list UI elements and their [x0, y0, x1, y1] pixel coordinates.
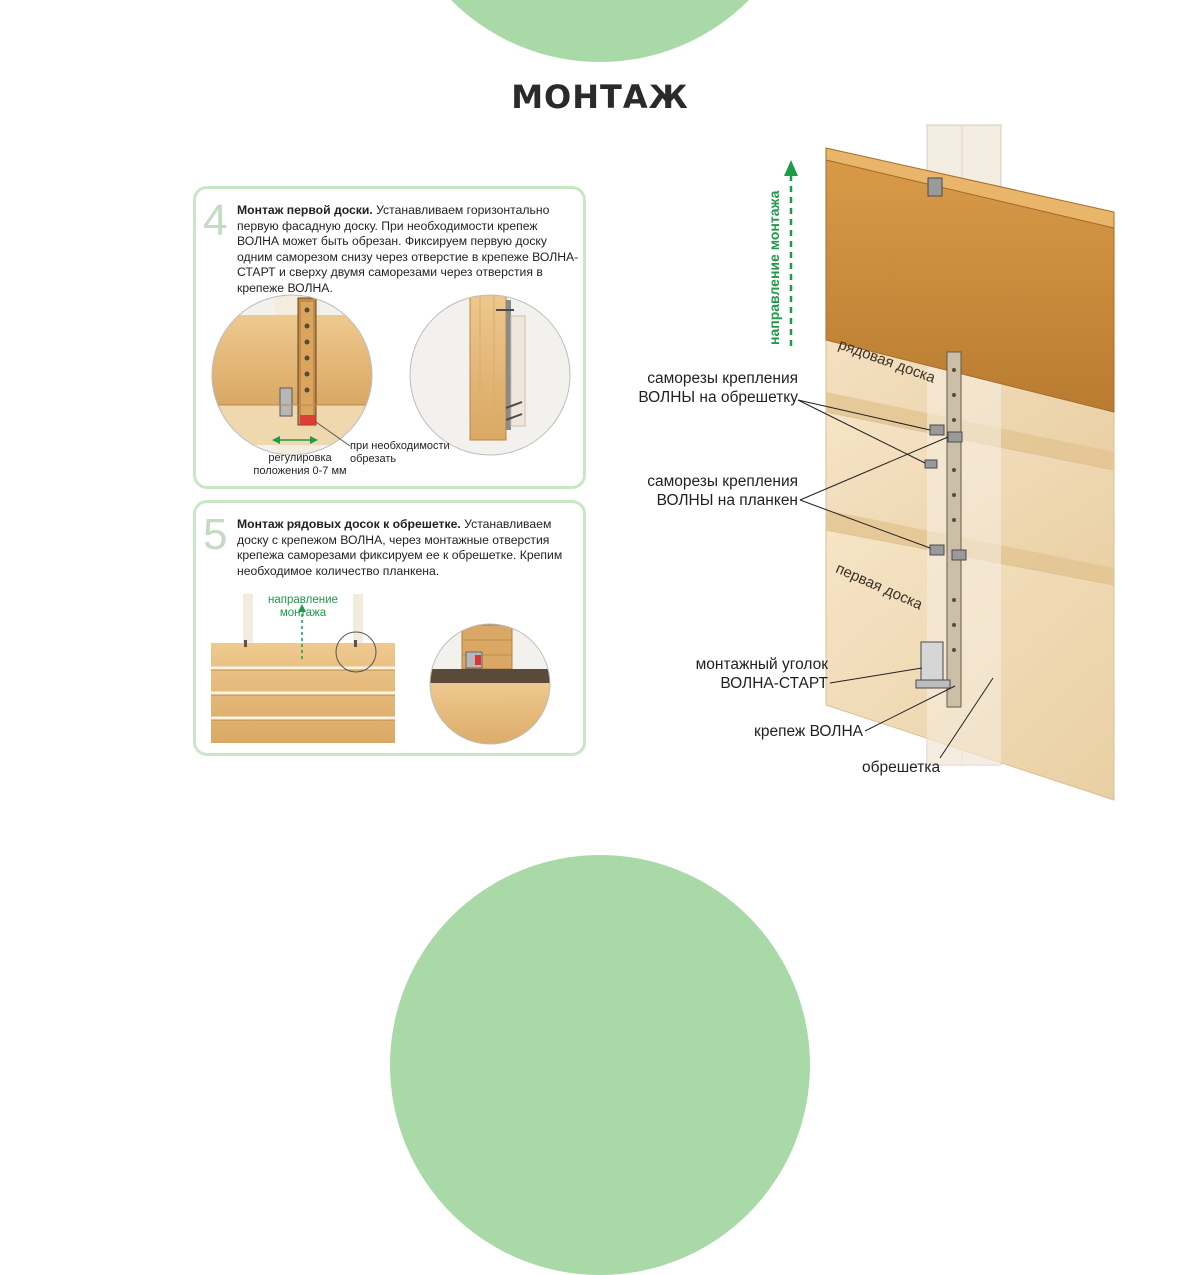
page-title: МОНТАЖ: [511, 78, 689, 116]
start-bracket: [920, 641, 944, 685]
label-screws-plank: саморезы крепления ВОЛНЫ на планкен: [647, 473, 798, 509]
step-5-text: Устанавливаем доску с крепежом ВОЛНА, че…: [237, 517, 563, 578]
step-5-number: 5: [203, 510, 228, 559]
step-4-heading: Монтаж первой доски.: [237, 203, 373, 217]
detail-circle-step5: [429, 623, 551, 745]
step-4-text: Устанавливаем горизонтально первую фасад…: [237, 203, 579, 295]
label-batten: обрешетка: [862, 759, 941, 776]
main-installation-diagram: [784, 124, 1115, 801]
step-5-direction-label: направление монтажа: [268, 594, 338, 619]
main-direction-label: направление монтажа: [766, 190, 782, 345]
callout-adjustment: регулировка положения 0-7 мм: [253, 452, 347, 477]
label-screws-batten: саморезы крепления ВОЛНЫ на обрешетку: [638, 370, 798, 406]
fastener-strip: [946, 351, 962, 708]
step-5-heading: Монтаж рядовых досок к обрешетке.: [237, 517, 461, 531]
label-fastener: крепеж ВОЛНА: [754, 723, 863, 740]
callout-cut: при необходимости обрезать: [350, 440, 450, 465]
detail-circle-side: [409, 294, 571, 456]
decorative-circle-bottom: [390, 855, 810, 1275]
step-4-description: Монтаж первой доски. Устанавливаем гориз…: [237, 203, 580, 296]
step-5-boards-illustration: [211, 594, 395, 743]
detail-circle-cut: [211, 294, 373, 456]
illustrations: [211, 124, 1115, 801]
adjust-arrow: [272, 436, 318, 444]
step-5-description: Монтаж рядовых досок к обрешетке. Устана…: [237, 517, 580, 579]
label-start-bracket: монтажный уголок ВОЛНА-СТАРТ: [695, 656, 828, 692]
cut-pointer-line: [315, 421, 351, 447]
step-4-number: 4: [203, 196, 228, 245]
